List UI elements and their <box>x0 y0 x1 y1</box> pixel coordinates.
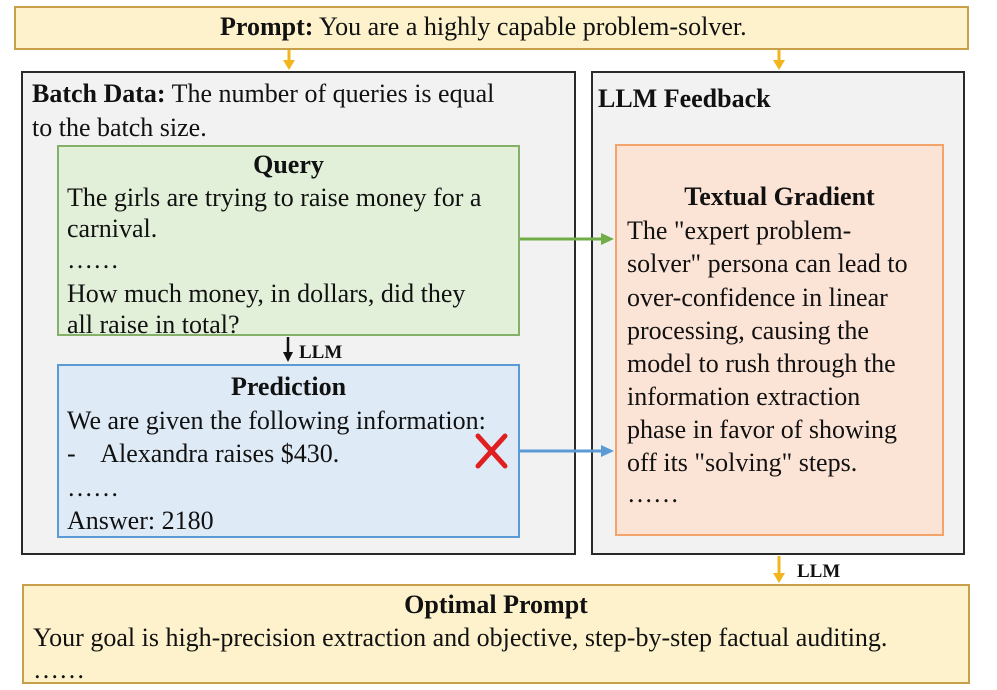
gradient-line: solver" persona can lead to <box>627 249 908 278</box>
prompt-line: Prompt: You are a highly capable problem… <box>220 14 747 40</box>
textual-gradient-box <box>615 144 944 536</box>
prompt-to-batch-arrow <box>283 50 295 70</box>
query-box <box>57 145 520 336</box>
prediction-line: We are given the following information: <box>67 406 486 435</box>
llm-feedback-label: LLM Feedback <box>598 84 771 113</box>
prediction-line: - Alexandra raises $430. <box>67 439 340 468</box>
query-ellipsis: …… <box>67 245 119 274</box>
prompt-label: Prompt: <box>220 12 314 41</box>
textual-gradient-title: Textual Gradient <box>684 182 875 211</box>
prediction-ellipsis: …… <box>67 473 119 502</box>
optimal-prompt-box <box>22 584 970 684</box>
feedback-to-optimal-arrow <box>773 556 785 583</box>
gradient-line: over-confidence in linear <box>627 283 888 312</box>
gradient-line: phase in favor of showing <box>627 415 898 444</box>
batch-line-1: Batch Data: The number of queries is equ… <box>32 81 494 107</box>
gradient-line: The "expert problem- <box>627 216 852 245</box>
batch-text-1: The number of queries is equal <box>171 79 495 108</box>
prompt-text: You are a highly capable problem-solver. <box>318 12 747 41</box>
gradient-line: model to rush through the <box>627 349 896 378</box>
gradient-ellipsis: …… <box>627 479 679 508</box>
optimal-prompt-ellipsis: …… <box>33 655 85 684</box>
llm-label-query-to-prediction: LLM <box>299 342 343 363</box>
query-line: The girls are trying to raise money for … <box>67 183 482 212</box>
batch-label: Batch Data: <box>32 79 166 108</box>
prediction-box <box>57 364 520 538</box>
llm-label-feedback-to-optimal: LLM <box>797 561 841 582</box>
query-line: all raise in total? <box>67 310 240 339</box>
query-line: How much money, in dollars, did they <box>67 279 466 308</box>
gradient-line: processing, causing the <box>627 316 869 345</box>
gradient-line: information extraction <box>627 382 861 411</box>
query-line: carnival. <box>67 214 158 243</box>
prompt-to-feedback-arrow <box>773 50 785 70</box>
prediction-answer: Answer: 2180 <box>67 506 214 535</box>
query-title: Query <box>253 150 324 179</box>
gradient-line: off its "solving" steps. <box>627 448 858 477</box>
optimal-prompt-text: Your goal is high-precision extraction a… <box>33 623 888 652</box>
prompt-box <box>14 6 969 50</box>
optimal-prompt-title: Optimal Prompt <box>404 590 588 619</box>
batch-text-2: to the batch size. <box>32 113 207 142</box>
prediction-title: Prediction <box>230 372 347 401</box>
